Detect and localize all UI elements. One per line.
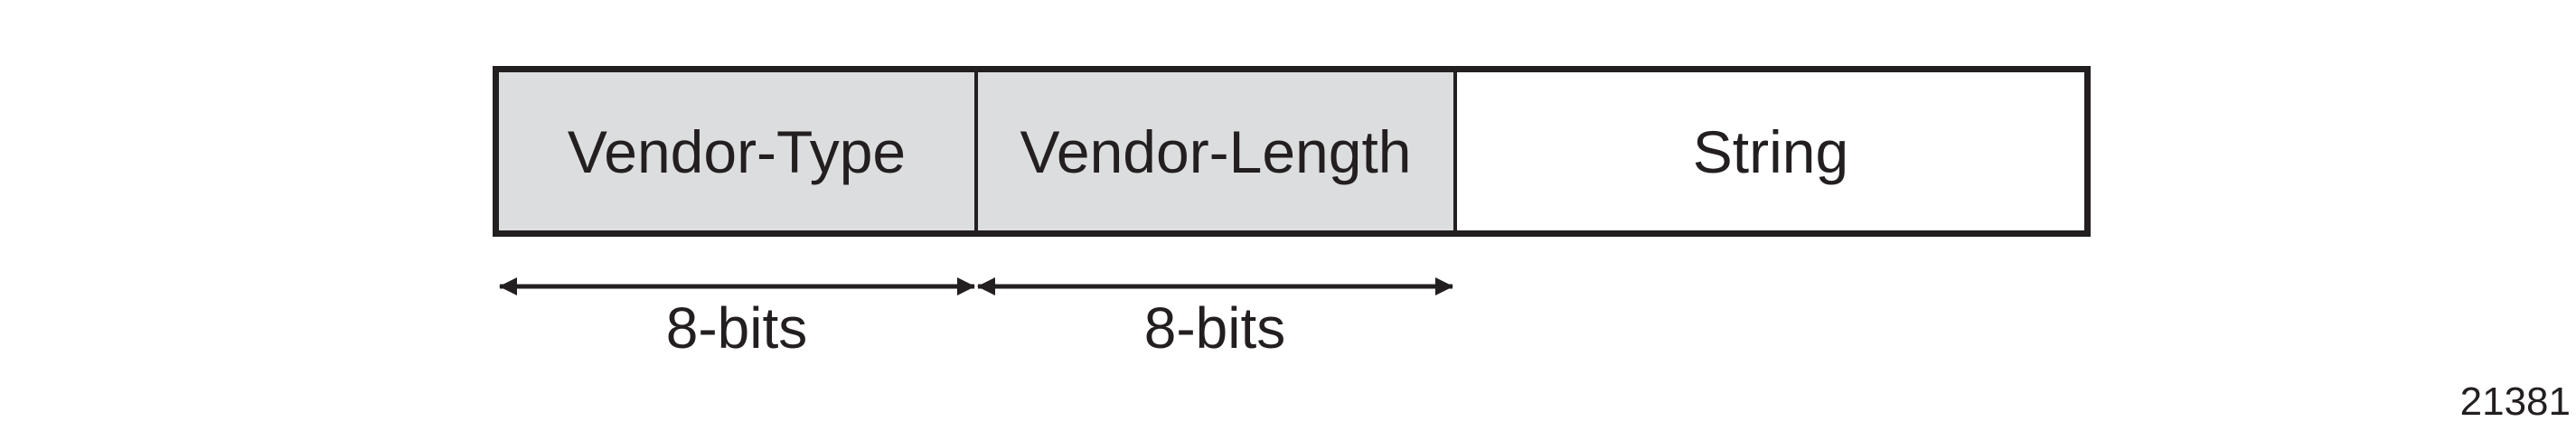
- string-field: String: [1457, 72, 2084, 230]
- figure-number: 21381: [2459, 379, 2571, 424]
- vendor-type-field: Vendor-Type: [499, 72, 978, 230]
- packet-format-box: Vendor-Type Vendor-Length String: [493, 66, 2091, 237]
- vendor-type-bits-label: 8-bits: [665, 295, 808, 361]
- vendor-type-label: Vendor-Type: [567, 117, 907, 185]
- string-label: String: [1692, 117, 1849, 185]
- vendor-length-bits-label: 8-bits: [1143, 295, 1286, 361]
- vendor-length-label: Vendor-Length: [1020, 117, 1412, 185]
- vendor-length-field: Vendor-Length: [978, 72, 1457, 230]
